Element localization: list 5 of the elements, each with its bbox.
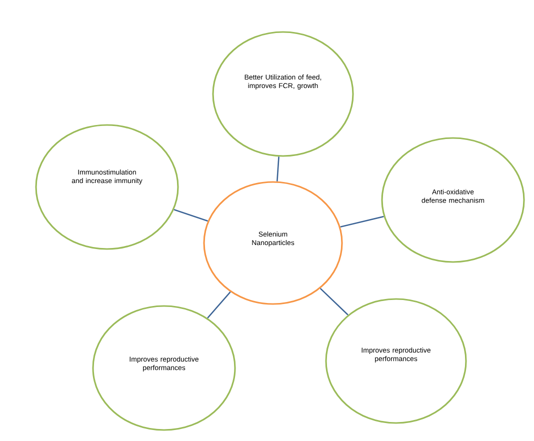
connector-line: [276, 156, 280, 182]
connector-line: [174, 208, 208, 222]
connector-line: [207, 291, 231, 318]
connector-line: [320, 288, 348, 316]
connector-line: [340, 216, 384, 228]
